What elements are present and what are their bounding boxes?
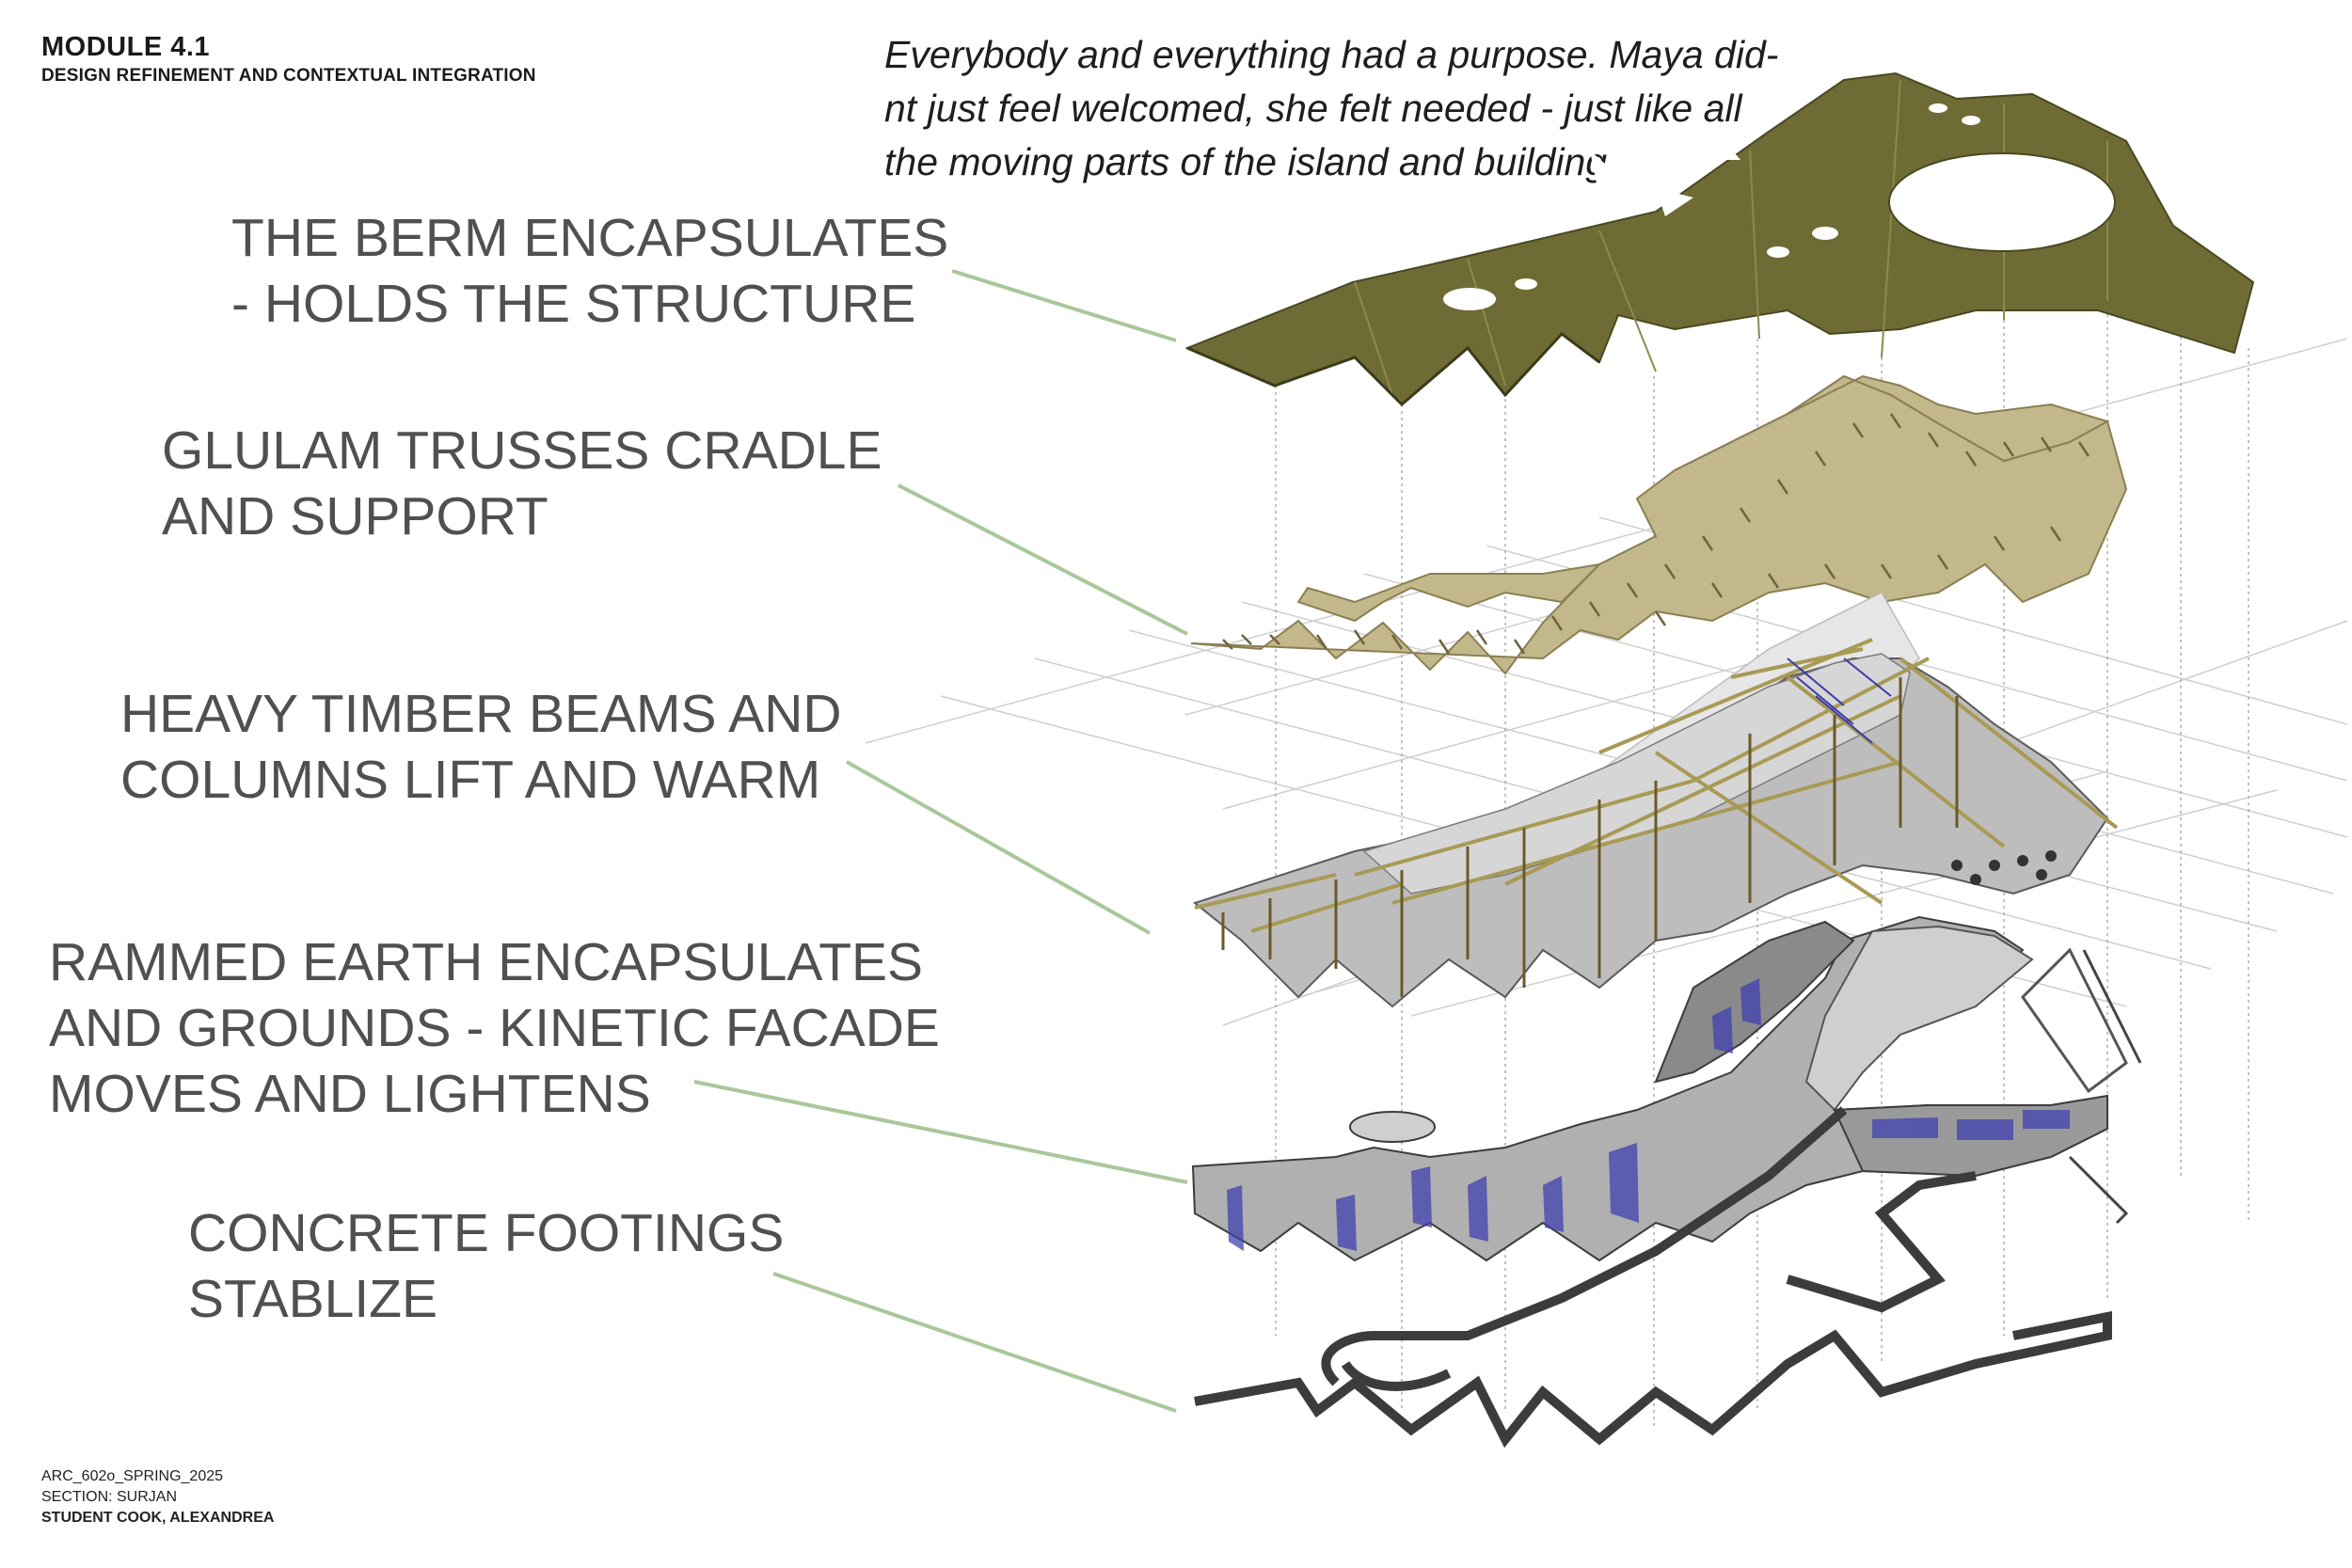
footer-course: ARC_602o_SPRING_2025	[41, 1468, 224, 1484]
berm-roof-layer	[1184, 71, 2255, 407]
leader-timber	[846, 760, 1151, 935]
label-line: STABLIZE	[188, 1269, 438, 1329]
label-line: RAMMED EARTH ENCAPSULATES	[49, 932, 924, 992]
label-glulam-trusses: GLULAM TRUSSES CRADLE AND SUPPORT	[162, 418, 882, 549]
label-line: - HOLDS THE STRUCTURE	[231, 274, 916, 334]
label-concrete-footings: CONCRETE FOOTINGS STABLIZE	[188, 1200, 784, 1332]
label-line: COLUMNS LIFT AND WARM	[120, 750, 821, 810]
label-line: AND SUPPORT	[162, 486, 548, 546]
quote-line: nt just feel welcomed, she felt needed -…	[884, 87, 1742, 130]
rammed-earth-layer	[1191, 915, 2142, 1262]
label-line: AND GROUNDS - KINETIC FACADE	[49, 998, 940, 1058]
label-line: THE BERM ENCAPSULATES	[231, 208, 949, 268]
timber-columns	[1221, 677, 1959, 997]
module-title: MODULE 4.1	[41, 32, 211, 62]
glulam-truss-layer	[1190, 374, 2128, 675]
label-rammed-earth: RAMMED EARTH ENCAPSULATES AND GROUNDS - …	[49, 929, 940, 1127]
narrative-quote: Everybody and everything had a purpose. …	[884, 28, 1779, 189]
module-subtitle: DESIGN REFINEMENT AND CONTEXTUAL INTEGRA…	[41, 66, 536, 86]
stair-glazing	[1787, 657, 1892, 744]
kinetic-facade-panels	[1227, 978, 2070, 1251]
leader-lines	[693, 269, 1188, 1413]
leader-rammed-earth	[693, 1080, 1188, 1184]
label-berm: THE BERM ENCAPSULATES - HOLDS THE STRUCT…	[231, 205, 948, 337]
timber-frame-layer	[1192, 592, 2119, 1008]
quote-line: Everybody and everything had a purpose. …	[884, 33, 1779, 76]
label-line: GLULAM TRUSSES CRADLE	[162, 420, 882, 481]
furniture	[1951, 850, 2057, 885]
leader-footings	[772, 1272, 1177, 1413]
truss-hatching	[1222, 413, 2090, 655]
label-line: MOVES AND LIGHTENS	[49, 1064, 651, 1124]
footer-student: STUDENT COOK, ALEXANDREA	[41, 1510, 275, 1526]
leader-glulam	[898, 483, 1188, 636]
label-timber-beams: HEAVY TIMBER BEAMS AND COLUMNS LIFT AND …	[120, 681, 842, 813]
concrete-footings-layer	[1194, 1106, 2112, 1449]
leader-berm	[951, 269, 1177, 342]
label-line: CONCRETE FOOTINGS	[188, 1203, 785, 1263]
footer-section: SECTION: SURJAN	[41, 1489, 178, 1505]
quote-line: the moving parts of the island and build…	[884, 140, 1618, 183]
label-line: HEAVY TIMBER BEAMS AND	[120, 684, 842, 744]
